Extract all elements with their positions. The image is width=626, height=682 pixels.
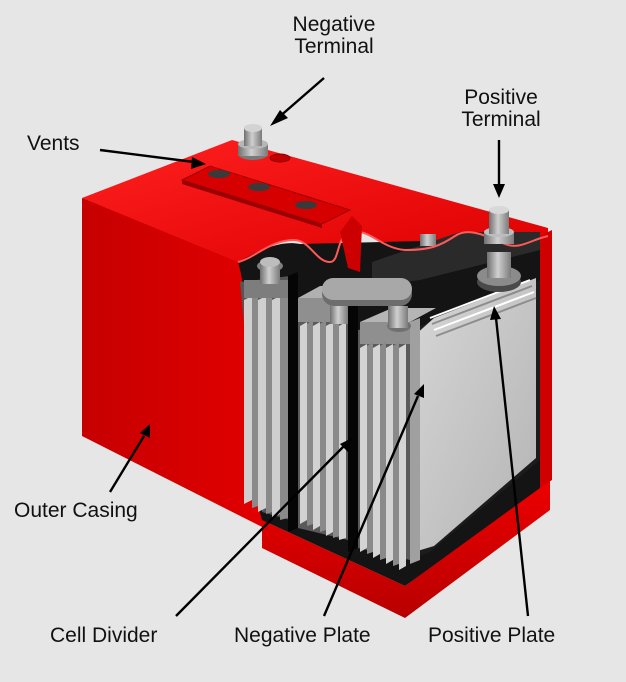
arrowhead-positive-plate xyxy=(490,306,501,320)
leader-vents xyxy=(99,148,195,164)
positive-terminal-label: Positive Terminal xyxy=(446,87,556,131)
leader-positive-plate xyxy=(494,317,530,617)
arrowhead-negative-terminal xyxy=(270,110,288,126)
arrowhead-negative-plate xyxy=(414,384,424,398)
positive-plate-label: Positive Plate xyxy=(428,624,556,647)
cell-divider-2 xyxy=(348,288,358,552)
leader-outer-casing xyxy=(108,435,146,493)
cell-3-plates xyxy=(360,342,406,570)
leader-lines xyxy=(99,77,530,617)
vent-hole-2 xyxy=(248,183,270,191)
leader-negative-plate xyxy=(322,395,420,617)
cell-2 xyxy=(298,286,370,540)
cell-connector-strap xyxy=(322,278,412,332)
vent-strip xyxy=(180,165,352,228)
negative-terminal-label-line2: Terminal xyxy=(294,35,374,58)
cell-1 xyxy=(240,257,290,520)
negative-terminal-post xyxy=(238,124,268,160)
leader-negative-terminal xyxy=(277,77,325,119)
outer-casing-label: Outer Casing xyxy=(14,499,138,522)
positive-terminal-label-line1: Positive xyxy=(464,86,538,109)
cell-divider-label: Cell Divider xyxy=(50,624,158,647)
negative-terminal-label-line1: Negative xyxy=(292,13,376,36)
positive-terminal-post xyxy=(477,206,521,292)
vent-hole-1 xyxy=(208,170,230,178)
cell-divider-1 xyxy=(288,272,298,532)
casing-left-face xyxy=(82,198,268,530)
cell-3 xyxy=(358,308,436,570)
casing-front-bottom xyxy=(262,478,550,618)
casing-torn-peak xyxy=(340,216,362,272)
arrowhead-cell-divider xyxy=(340,438,352,452)
negative-terminal-label: Negative Terminal xyxy=(276,14,392,58)
arrowhead-vents xyxy=(191,157,206,169)
negative-plate-label: Negative Plate xyxy=(234,624,371,647)
leader-cell-divider xyxy=(175,445,345,617)
arrowhead-positive-terminal xyxy=(493,184,505,198)
casing-right-wall xyxy=(540,230,552,488)
arrowhead-outer-casing xyxy=(140,424,150,438)
cell-2-plates xyxy=(300,320,346,540)
positive-terminal-label-line2: Terminal xyxy=(461,108,541,131)
lid-plug xyxy=(269,153,291,163)
rear-cell-area xyxy=(372,232,540,286)
positive-plate-stack xyxy=(410,278,540,564)
rear-terminal xyxy=(420,234,436,246)
cell-1-plates xyxy=(244,294,288,520)
vent-hole-3 xyxy=(295,201,317,209)
vents-label: Vents xyxy=(27,132,80,155)
